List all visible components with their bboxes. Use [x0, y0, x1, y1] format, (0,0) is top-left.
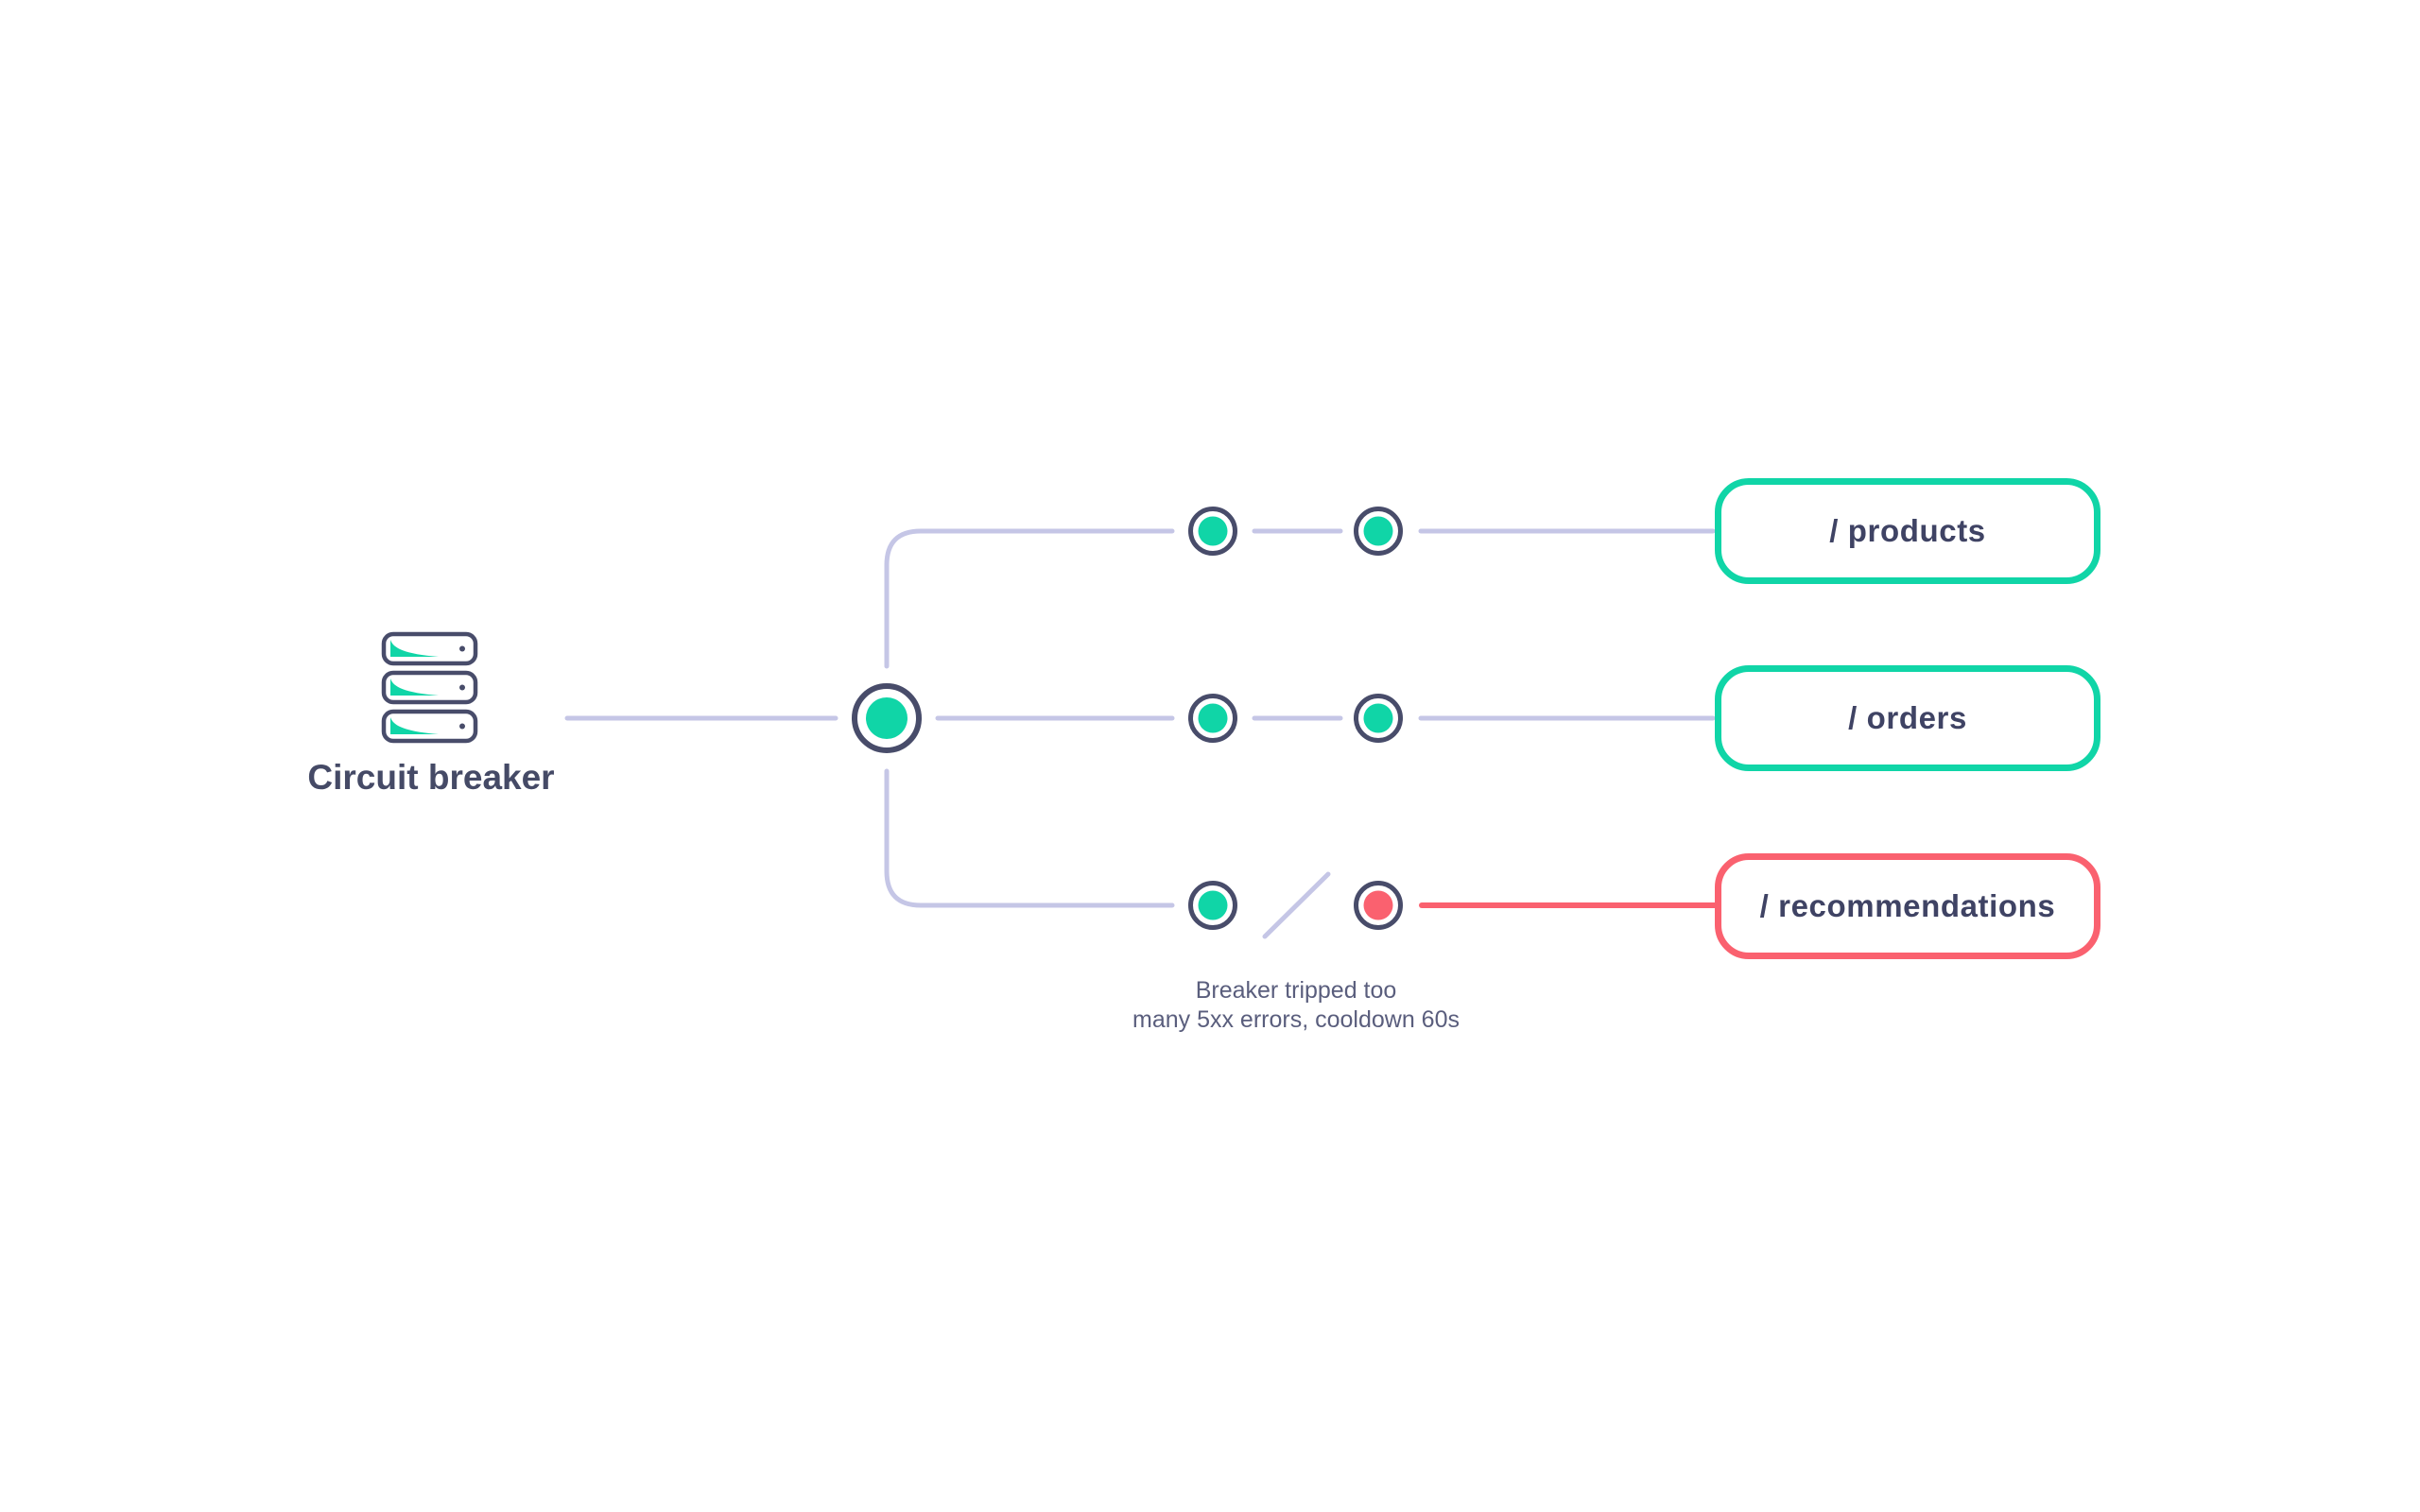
checkpoint-status-dot	[1198, 516, 1228, 546]
hub-node	[852, 683, 922, 753]
hub-node-status-dot	[866, 697, 908, 739]
endpoint-orders-label: / orders	[1848, 700, 1967, 735]
breaker-open-slash-icon	[1262, 871, 1331, 939]
endpoint-products-label: / products	[1829, 513, 1986, 548]
server-led-dot	[459, 723, 465, 730]
server-stack-icon	[381, 631, 478, 744]
endpoint-recommendations-label: / recommendations	[1759, 888, 2056, 923]
checkpoint-status-dot	[1363, 703, 1393, 733]
products-checkpoint-2	[1354, 507, 1403, 556]
server-activity-wedge	[390, 640, 439, 657]
products-checkpoint-1	[1188, 507, 1237, 556]
edge-hub-to-recommendations-branch	[884, 768, 1175, 908]
server-led-dot	[459, 684, 465, 691]
source-label: Circuit breaker	[307, 758, 555, 797]
orders-checkpoint-2	[1354, 694, 1403, 743]
checkpoint-status-dot	[1363, 516, 1393, 546]
server-activity-wedge	[390, 679, 439, 696]
checkpoint-status-dot	[1198, 703, 1228, 733]
annotation-line-2: many 5xx errors, cooldown 60s	[1132, 1006, 1460, 1033]
server-activity-wedge	[390, 717, 439, 734]
edge-hub-to-products-branch	[884, 528, 1175, 669]
endpoint-products: / products	[1715, 478, 2100, 584]
endpoint-orders: / orders	[1715, 665, 2100, 771]
recommendations-checkpoint-2-failing	[1354, 881, 1403, 930]
endpoint-recommendations: / recommendations	[1715, 853, 2100, 959]
server-led-dot	[459, 645, 465, 652]
orders-checkpoint-1	[1188, 694, 1237, 743]
checkpoint-status-dot	[1198, 890, 1228, 920]
breaker-tripped-annotation: Breaker tripped too many 5xx errors, coo…	[1107, 976, 1485, 1035]
annotation-line-1: Breaker tripped too	[1195, 977, 1397, 1004]
recommendations-checkpoint-1	[1188, 881, 1237, 930]
checkpoint-status-dot	[1363, 890, 1393, 920]
